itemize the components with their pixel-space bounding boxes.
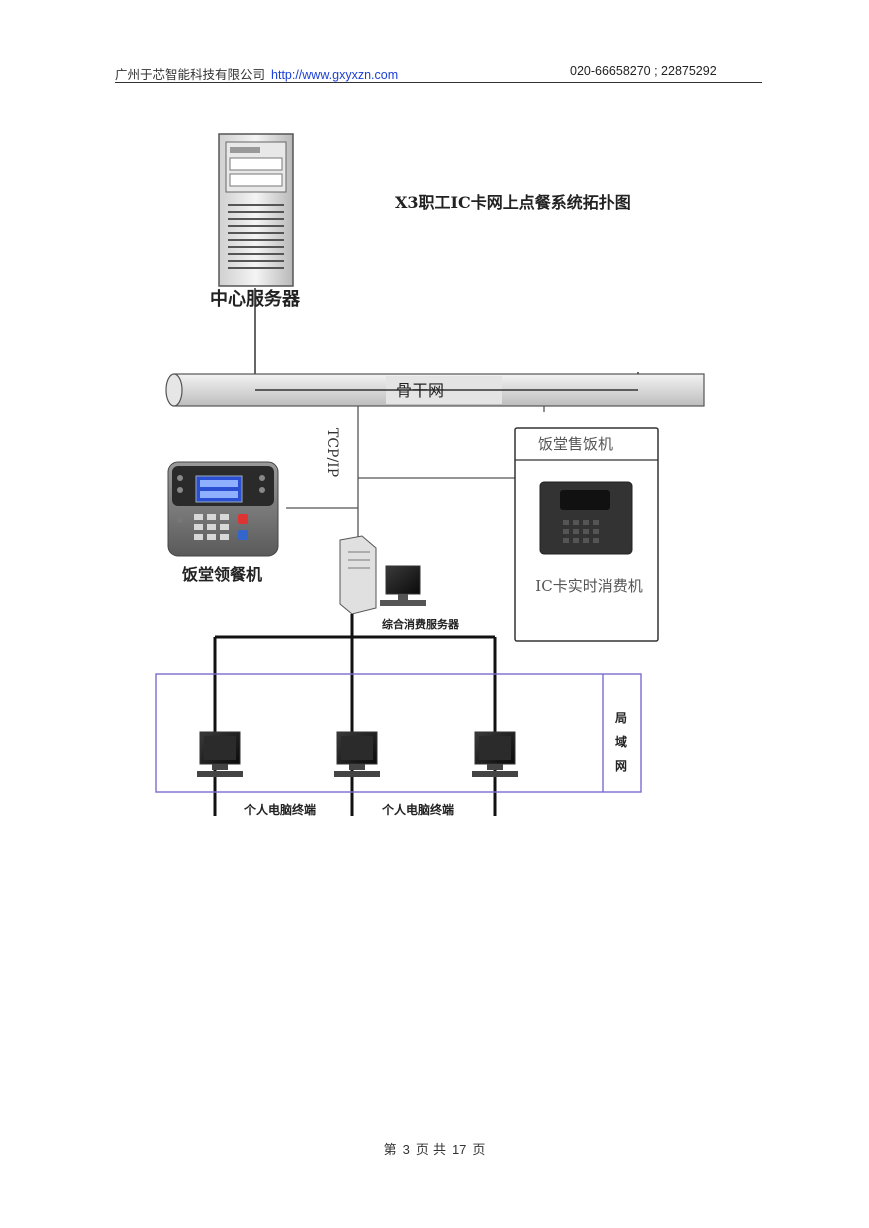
diagram-title: X3职工IC卡网上点餐系统拓扑图 [395, 193, 631, 212]
header-company: 广州于芯智能科技有限公司 http://www.gxyxzn.com [115, 64, 398, 83]
footer-suffix: 页 [472, 1143, 486, 1158]
footer-page-number: 3 [402, 1142, 410, 1157]
lan-label-1: 局 [615, 711, 627, 725]
ic-card-terminal-label: IC卡实时消费机 [535, 577, 642, 595]
lan-box [155, 673, 642, 793]
lan-label-3: 网 [615, 759, 627, 773]
central-server-icon [218, 133, 294, 287]
lan-label-2: 域 [615, 734, 627, 749]
pc-terminal-icon-1 [197, 731, 243, 777]
meal-pickup-machine-label: 饭堂领餐机 [181, 565, 262, 584]
footer-middle: 页 共 [415, 1143, 446, 1158]
footer-prefix: 第 [383, 1143, 397, 1158]
footer-total-pages: 17 [451, 1142, 467, 1157]
consumption-server-icon [339, 535, 426, 615]
ic-card-terminal-icon [539, 481, 633, 555]
company-name: 广州于芯智能科技有限公司 [115, 67, 266, 82]
pc-terminal-label-2: 个人电脑终端 [381, 802, 454, 817]
canteen-pos-box-title: 饭堂售饭机 [538, 435, 613, 453]
meal-pickup-machine-icon [167, 461, 279, 557]
protocol-label: TCP/IP [324, 428, 340, 477]
company-website-link[interactable]: http://www.gxyxzn.com [271, 68, 399, 82]
consumption-server-label: 综合消费服务器 [382, 617, 460, 631]
header-phone: 020-66658270 ; 22875292 [570, 64, 717, 78]
page-header: 广州于芯智能科技有限公司 http://www.gxyxzn.com 020-66… [115, 62, 762, 83]
pc-terminal-label-1: 个人电脑终端 [243, 802, 316, 817]
backbone-label: 骨干网 [396, 381, 444, 400]
pc-terminal-icon-2 [334, 731, 380, 777]
topology-diagram: 中心服务器 X3职工IC卡网上点餐系统拓扑图 骨干网 TCP/IP 饭堂售饭机 … [155, 133, 705, 817]
pc-terminal-icon-3 [472, 731, 518, 777]
